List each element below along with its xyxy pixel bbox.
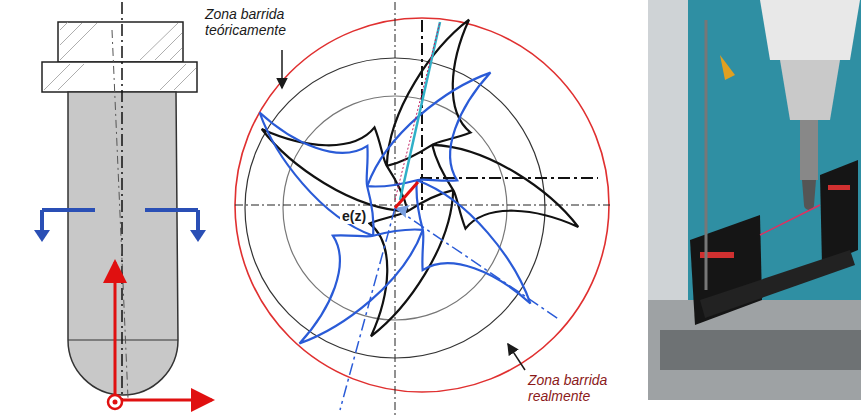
laser-setup-photo (648, 0, 861, 400)
region-label: Zona barrida teóricamente (205, 6, 323, 38)
region-label: Zona barrida realmente (528, 372, 640, 404)
tool-sketch (34, 2, 212, 409)
eccentricity-label: e(z) (340, 208, 368, 224)
cross-section (170, 0, 621, 420)
